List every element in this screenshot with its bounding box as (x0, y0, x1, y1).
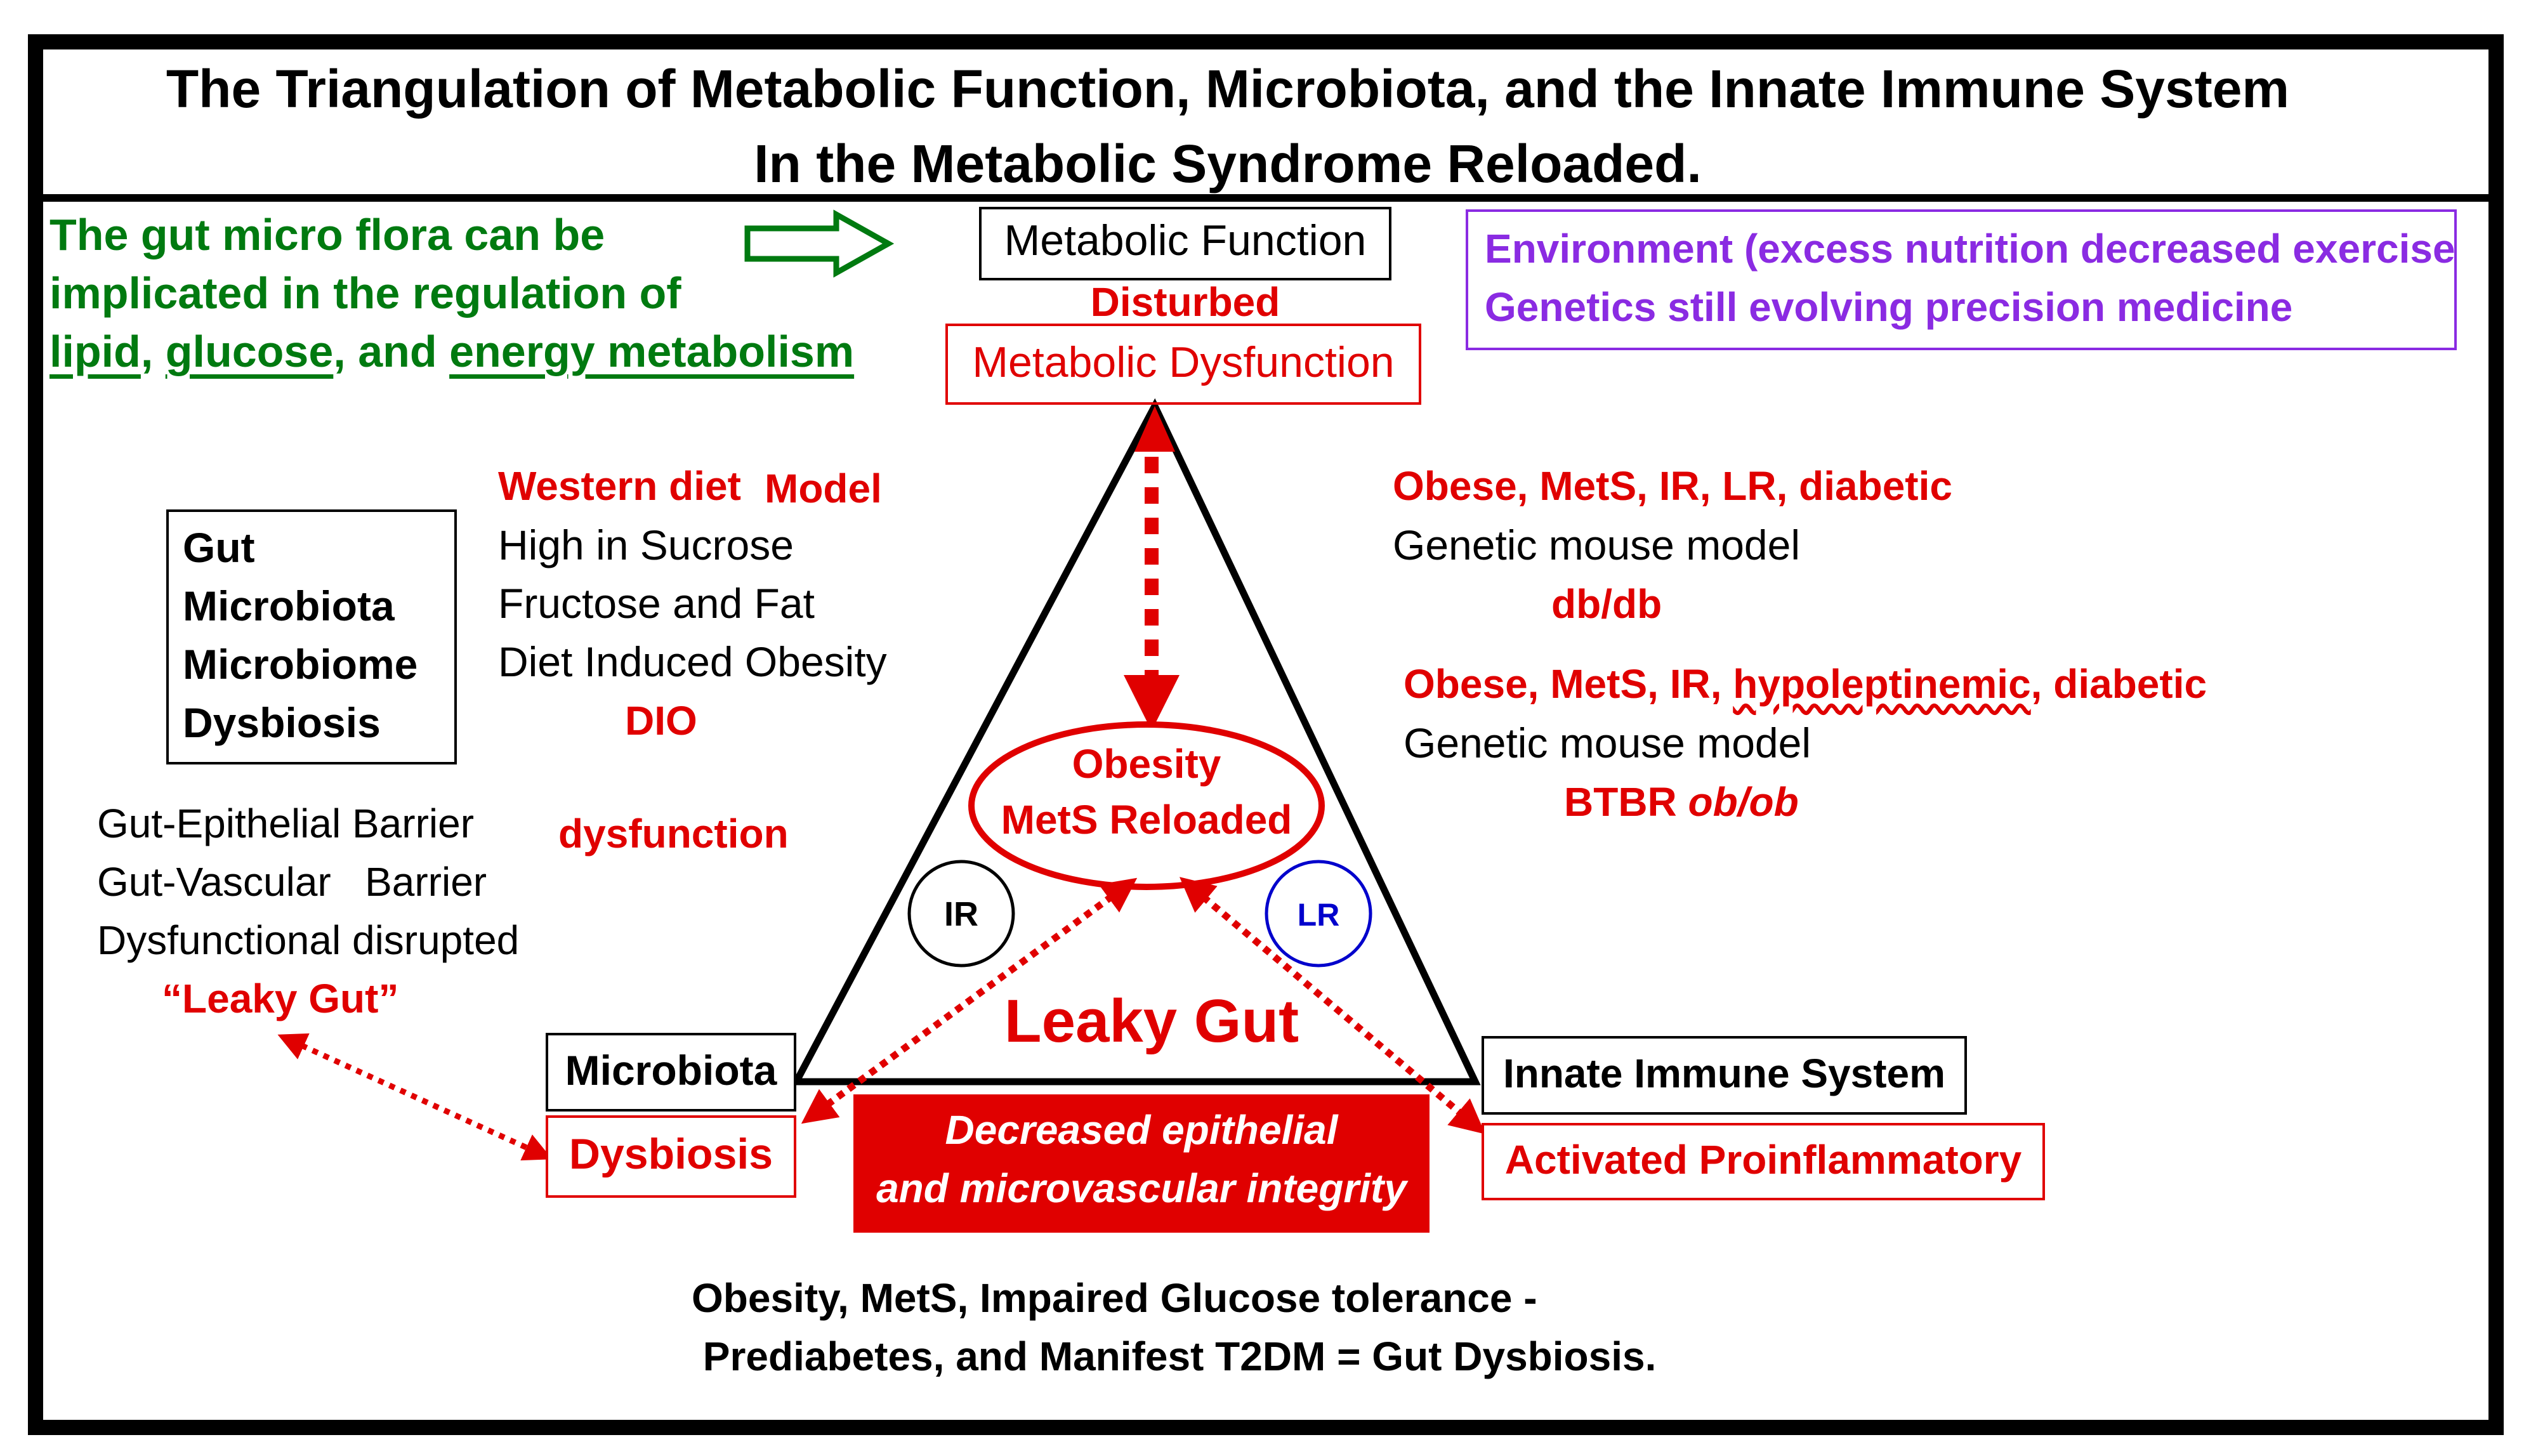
ob-title-c: , diabetic (2030, 661, 2207, 707)
lr-label: LR (1297, 897, 1340, 933)
metabolic-function-box (979, 207, 1391, 280)
green-arrow-icon (744, 209, 895, 278)
microbiota-label: Microbiota (565, 1047, 777, 1094)
innate-immune-box (1482, 1036, 1967, 1115)
footer-line-2: Prediabetes, and Manifest T2DM = Gut Dys… (692, 1334, 1657, 1379)
dysfunction-label: dysfunction (558, 811, 789, 856)
activated-label: Activated Proinflammatory (1504, 1137, 2022, 1183)
gut-box (166, 509, 457, 764)
and-sep: , and (333, 327, 450, 376)
apex-marker (1134, 406, 1175, 452)
gut-note-line-1: The gut micro flora can be (49, 210, 605, 259)
dysbiosis-box (546, 1115, 796, 1198)
hypoleptinemic-term: hypoleptinemic (1733, 661, 2031, 707)
model-label: Model (765, 466, 882, 511)
ob-model-desc: Genetic mouse model (1404, 719, 1811, 766)
metabolic-function-label: Metabolic Function (1004, 216, 1367, 265)
gut-box-line-1: Gut (183, 524, 255, 571)
integrity-box (853, 1094, 1430, 1233)
barrier-line-1: Gut-Epithelial Barrier (97, 801, 474, 846)
comma-sep: , (140, 327, 166, 376)
gut-note-line-3: lipid, glucose, and energy metabolism (49, 326, 854, 377)
western-diet-line-3: Diet Induced Obesity (498, 638, 887, 685)
environment-line-1: Environment (excess nutrition decreased … (1485, 226, 2455, 272)
gut-box-line-2: Microbiota (183, 582, 395, 629)
title-line-2: In the Metabolic Syndrome Reloaded. (754, 134, 1702, 193)
db-model-name: db/db (1551, 581, 1662, 627)
outer-frame (28, 34, 2504, 1435)
energy-term: energy metabolism (449, 327, 855, 376)
metabolic-dysfunction-label: Metabolic Dysfunction (972, 338, 1395, 386)
environment-line-2: Genetics still evolving precision medici… (1485, 284, 2293, 330)
glucose-term: glucose (165, 327, 334, 376)
obesity-ellipse (968, 721, 1325, 890)
gut-note-line-2: implicated in the regulation of (49, 268, 681, 318)
disturbed-label: Disturbed (1090, 279, 1280, 325)
gut-box-line-3: Microbiome (183, 641, 418, 688)
leaky-to-dysbiosis-arrow (277, 1033, 553, 1161)
diag-arrow-left (801, 877, 1138, 1124)
barrier-line-2: Gut-Vascular Barrier (97, 859, 487, 905)
db-model-title: Obese, MetS, IR, LR, diabetic (1393, 463, 1952, 509)
microbiota-box (546, 1033, 796, 1112)
metabolic-dysfunction-box (945, 324, 1421, 405)
obesity-label: Obesity (1072, 741, 1221, 787)
btbr-label: BTBR (1564, 779, 1688, 825)
ob-model-title: Obese, MetS, IR, hypoleptinemic, diabeti… (1404, 661, 2207, 708)
title-divider (38, 194, 2494, 202)
ir-label: IR (944, 895, 978, 933)
ob-model-name: BTBR ob/ob (1564, 779, 1799, 826)
dysbiosis-label: Dysbiosis (569, 1130, 773, 1178)
ob-title-a: Obese, MetS, IR, (1404, 661, 1733, 707)
mets-reloaded-label: MetS Reloaded (1001, 797, 1292, 843)
environment-box (1466, 209, 2457, 350)
footer-line-1: Obesity, MetS, Impaired Glucose toleranc… (692, 1275, 1537, 1321)
leaky-gut-quote: “Leaky Gut” (162, 976, 399, 1021)
ob-ob-label: ob/ob (1688, 779, 1799, 825)
barrier-line-3: Dysfunctional disrupted (97, 917, 520, 963)
activated-box (1482, 1123, 2045, 1200)
leaky-gut-label: Leaky Gut (1004, 987, 1299, 1055)
innate-immune-label: Innate Immune System (1502, 1051, 1946, 1096)
title-line-1: The Triangulation of Metabolic Function,… (166, 59, 2290, 119)
integrity-line-1: Decreased epithelial (945, 1107, 1338, 1153)
western-diet-line-1: High in Sucrose (498, 521, 794, 568)
db-model-desc: Genetic mouse model (1393, 521, 1800, 568)
dio-label: DIO (625, 698, 697, 744)
integrity-line-2: and microvascular integrity (876, 1165, 1407, 1211)
lipid-term: lipid (49, 327, 141, 376)
gut-box-line-4: Dysbiosis (183, 699, 381, 746)
western-diet-title: Western diet (498, 463, 741, 509)
western-diet-line-2: Fructose and Fat (498, 580, 815, 627)
